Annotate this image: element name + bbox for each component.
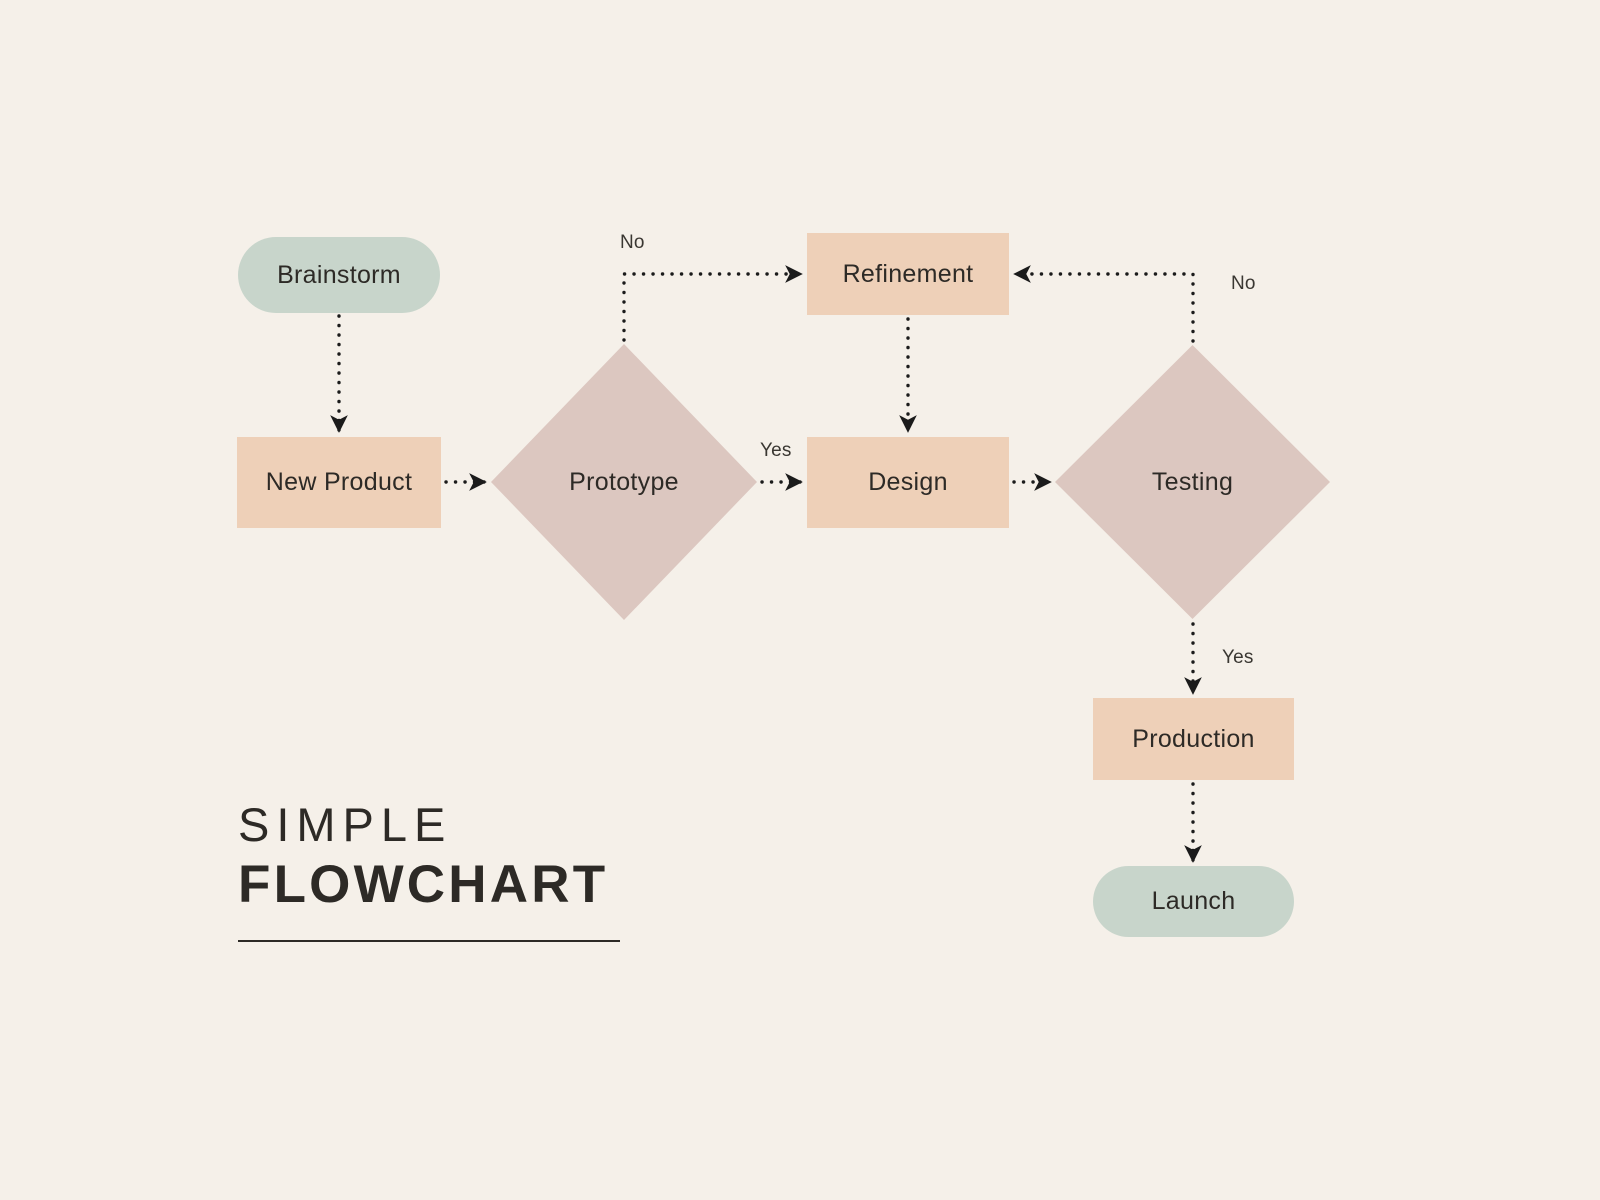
edge-label-no-prototype: No bbox=[620, 232, 645, 253]
node-launch[interactable]: Launch bbox=[1093, 866, 1294, 937]
node-label-prototype: Prototype bbox=[569, 467, 679, 496]
edge-label-yes-production: Yes bbox=[1222, 647, 1254, 668]
node-brainstorm[interactable]: Brainstorm bbox=[238, 237, 440, 313]
node-label-design: Design bbox=[868, 468, 948, 496]
title-block: SIMPLE FLOWCHART bbox=[238, 798, 668, 943]
node-testing[interactable]: Testing bbox=[1055, 345, 1330, 619]
edge-prototype-to-refinement-no bbox=[622, 265, 803, 342]
diamond-shape-testing bbox=[1055, 345, 1330, 619]
node-label-refinement: Refinement bbox=[842, 259, 974, 288]
node-refinement[interactable]: Refinement bbox=[807, 233, 1009, 315]
node-label-new-product: New Product bbox=[265, 468, 413, 496]
node-new-product[interactable]: New Product bbox=[237, 437, 441, 528]
title-line-simple: SIMPLE bbox=[238, 798, 453, 851]
edge-label-yes-design: Yes bbox=[760, 440, 792, 461]
node-prototype[interactable]: Prototype bbox=[491, 344, 757, 620]
node-design[interactable]: Design bbox=[807, 437, 1009, 528]
node-label-testing: Testing bbox=[1151, 467, 1234, 496]
edge-label-no-testing: No bbox=[1231, 273, 1256, 294]
node-label-brainstorm: Brainstorm bbox=[277, 260, 401, 289]
edge-testing-to-refinement-no bbox=[1013, 265, 1195, 343]
diamond-shape-prototype bbox=[491, 344, 757, 620]
node-label-launch: Launch bbox=[1151, 887, 1236, 915]
title-line-flowchart: FLOWCHART bbox=[238, 854, 609, 914]
title-underline-rule bbox=[238, 940, 620, 943]
node-label-production: Production bbox=[1132, 724, 1255, 753]
node-production[interactable]: Production bbox=[1093, 698, 1294, 780]
